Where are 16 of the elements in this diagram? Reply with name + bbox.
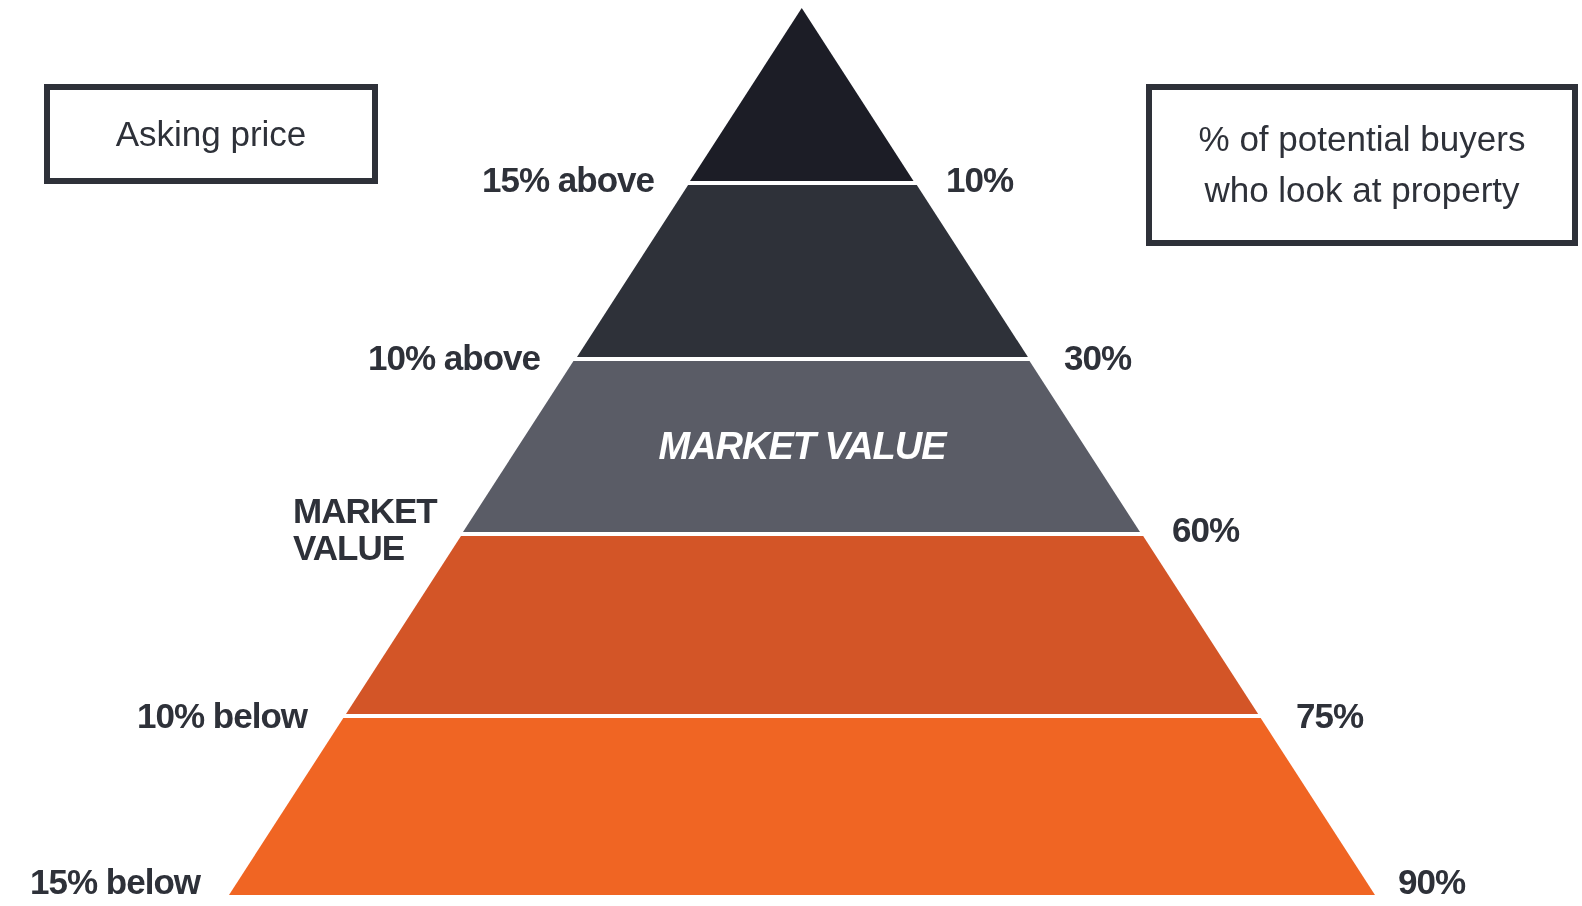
level-label: 30% xyxy=(1064,339,1132,377)
level-label: 75% xyxy=(1296,697,1364,735)
level-label: 10% above xyxy=(368,339,540,377)
level-label: 15% above xyxy=(482,161,654,199)
level-label: 60% xyxy=(1172,511,1240,549)
band-label: MARKET VALUE xyxy=(658,425,946,468)
text-box xyxy=(44,84,378,184)
level-label: MARKET VALUE xyxy=(293,493,439,567)
level-label: 10% below xyxy=(137,697,307,735)
box-label: Asking price xyxy=(115,112,307,155)
box-label: % of potential buyers who look at property xyxy=(1197,118,1527,211)
level-label: 90% xyxy=(1398,863,1466,901)
text-box xyxy=(1146,84,1578,246)
level-label: 10% xyxy=(946,161,1014,199)
level-label: 15% below xyxy=(30,863,200,901)
pyramid-band xyxy=(690,8,914,181)
